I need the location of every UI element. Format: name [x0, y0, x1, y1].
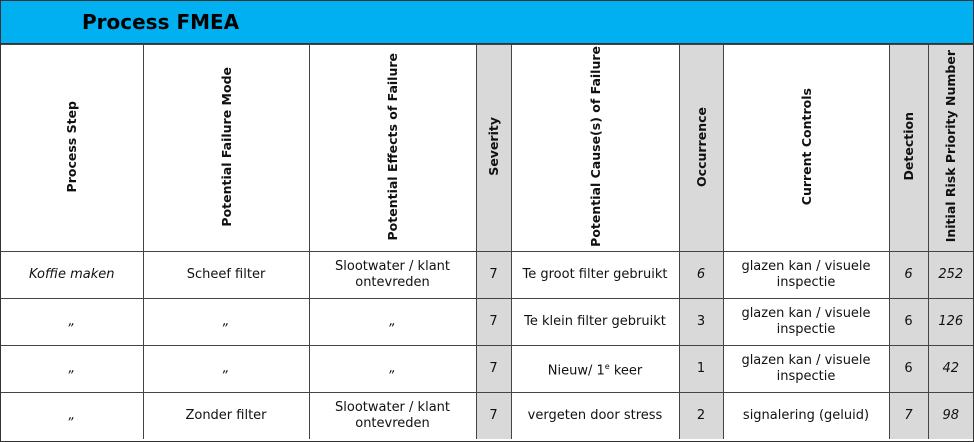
- cell-mode: „: [142, 298, 310, 346]
- cell-effects: Slootwater / klant ontevreden: [308, 251, 477, 299]
- cell-controls: glazen kan / visuele inspectie: [722, 345, 890, 393]
- cell-cause: Te groot filter gebruikt: [510, 251, 680, 299]
- header-row: Process Step Potential Failure Mode Pote…: [1, 44, 973, 252]
- cell-controls: glazen kan / visuele inspectie: [722, 298, 890, 346]
- cell-severity: 7: [475, 345, 512, 393]
- cell-effects: Slootwater / klant ontevreden: [308, 392, 477, 439]
- header-rpn: Initial Risk Priority Number: [927, 44, 973, 252]
- cell-controls: glazen kan / visuele inspectie: [722, 251, 890, 299]
- header-failure-mode: Potential Failure Mode: [142, 44, 310, 252]
- cell-mode: „: [142, 345, 310, 393]
- header-effects: Potential Effects of Failure: [308, 44, 477, 252]
- cell-detection: 6: [888, 298, 929, 346]
- fmea-table: Process Step Potential Failure Mode Pote…: [1, 44, 973, 439]
- cell-detection: 7: [888, 392, 929, 439]
- cell-occurrence: 1: [678, 345, 724, 393]
- cell-cause: Nieuw/ 1e keer: [510, 345, 680, 393]
- header-process-step: Process Step: [1, 44, 144, 252]
- cell-occurrence: 3: [678, 298, 724, 346]
- header-controls: Current Controls: [722, 44, 890, 252]
- cell-step: „: [1, 392, 144, 439]
- cell-detection: 6: [888, 345, 929, 393]
- table-row: „ Zonder filter Slootwater / klant ontev…: [1, 392, 973, 439]
- cell-rpn: 42: [927, 345, 973, 393]
- header-severity: Severity: [475, 44, 512, 252]
- cell-rpn: 98: [927, 392, 973, 439]
- header-detection: Detection: [888, 44, 929, 252]
- header-occurrence: Occurrence: [678, 44, 724, 252]
- cell-cause: vergeten door stress: [510, 392, 680, 439]
- cell-effects: „: [308, 298, 477, 346]
- cell-severity: 7: [475, 392, 512, 439]
- header-causes: Potential Cause(s) of Failure: [510, 44, 680, 252]
- cell-controls: signalering (geluid): [722, 392, 890, 439]
- cell-mode: Scheef filter: [142, 251, 310, 299]
- cell-detection: 6: [888, 251, 929, 299]
- page-title: Process FMEA: [82, 10, 240, 34]
- cell-severity: 7: [475, 251, 512, 299]
- cell-step: „: [1, 345, 144, 393]
- cell-step: Koffie maken: [1, 251, 144, 299]
- cell-cause: Te klein filter gebruikt: [510, 298, 680, 346]
- title-bar: Process FMEA: [1, 1, 973, 44]
- cell-rpn: 252: [927, 251, 973, 299]
- table-row: „ „ „ 7 Te klein filter gebruikt 3 glaze…: [1, 298, 973, 346]
- cell-rpn: 126: [927, 298, 973, 346]
- cell-step: „: [1, 298, 144, 346]
- cell-severity: 7: [475, 298, 512, 346]
- cell-occurrence: 2: [678, 392, 724, 439]
- cell-effects: „: [308, 345, 477, 393]
- table-row: „ „ „ 7 Nieuw/ 1e keer 1 glazen kan / vi…: [1, 345, 973, 393]
- table-row: Koffie maken Scheef filter Slootwater / …: [1, 251, 973, 299]
- cell-mode: Zonder filter: [142, 392, 310, 439]
- cell-occurrence: 6: [678, 251, 724, 299]
